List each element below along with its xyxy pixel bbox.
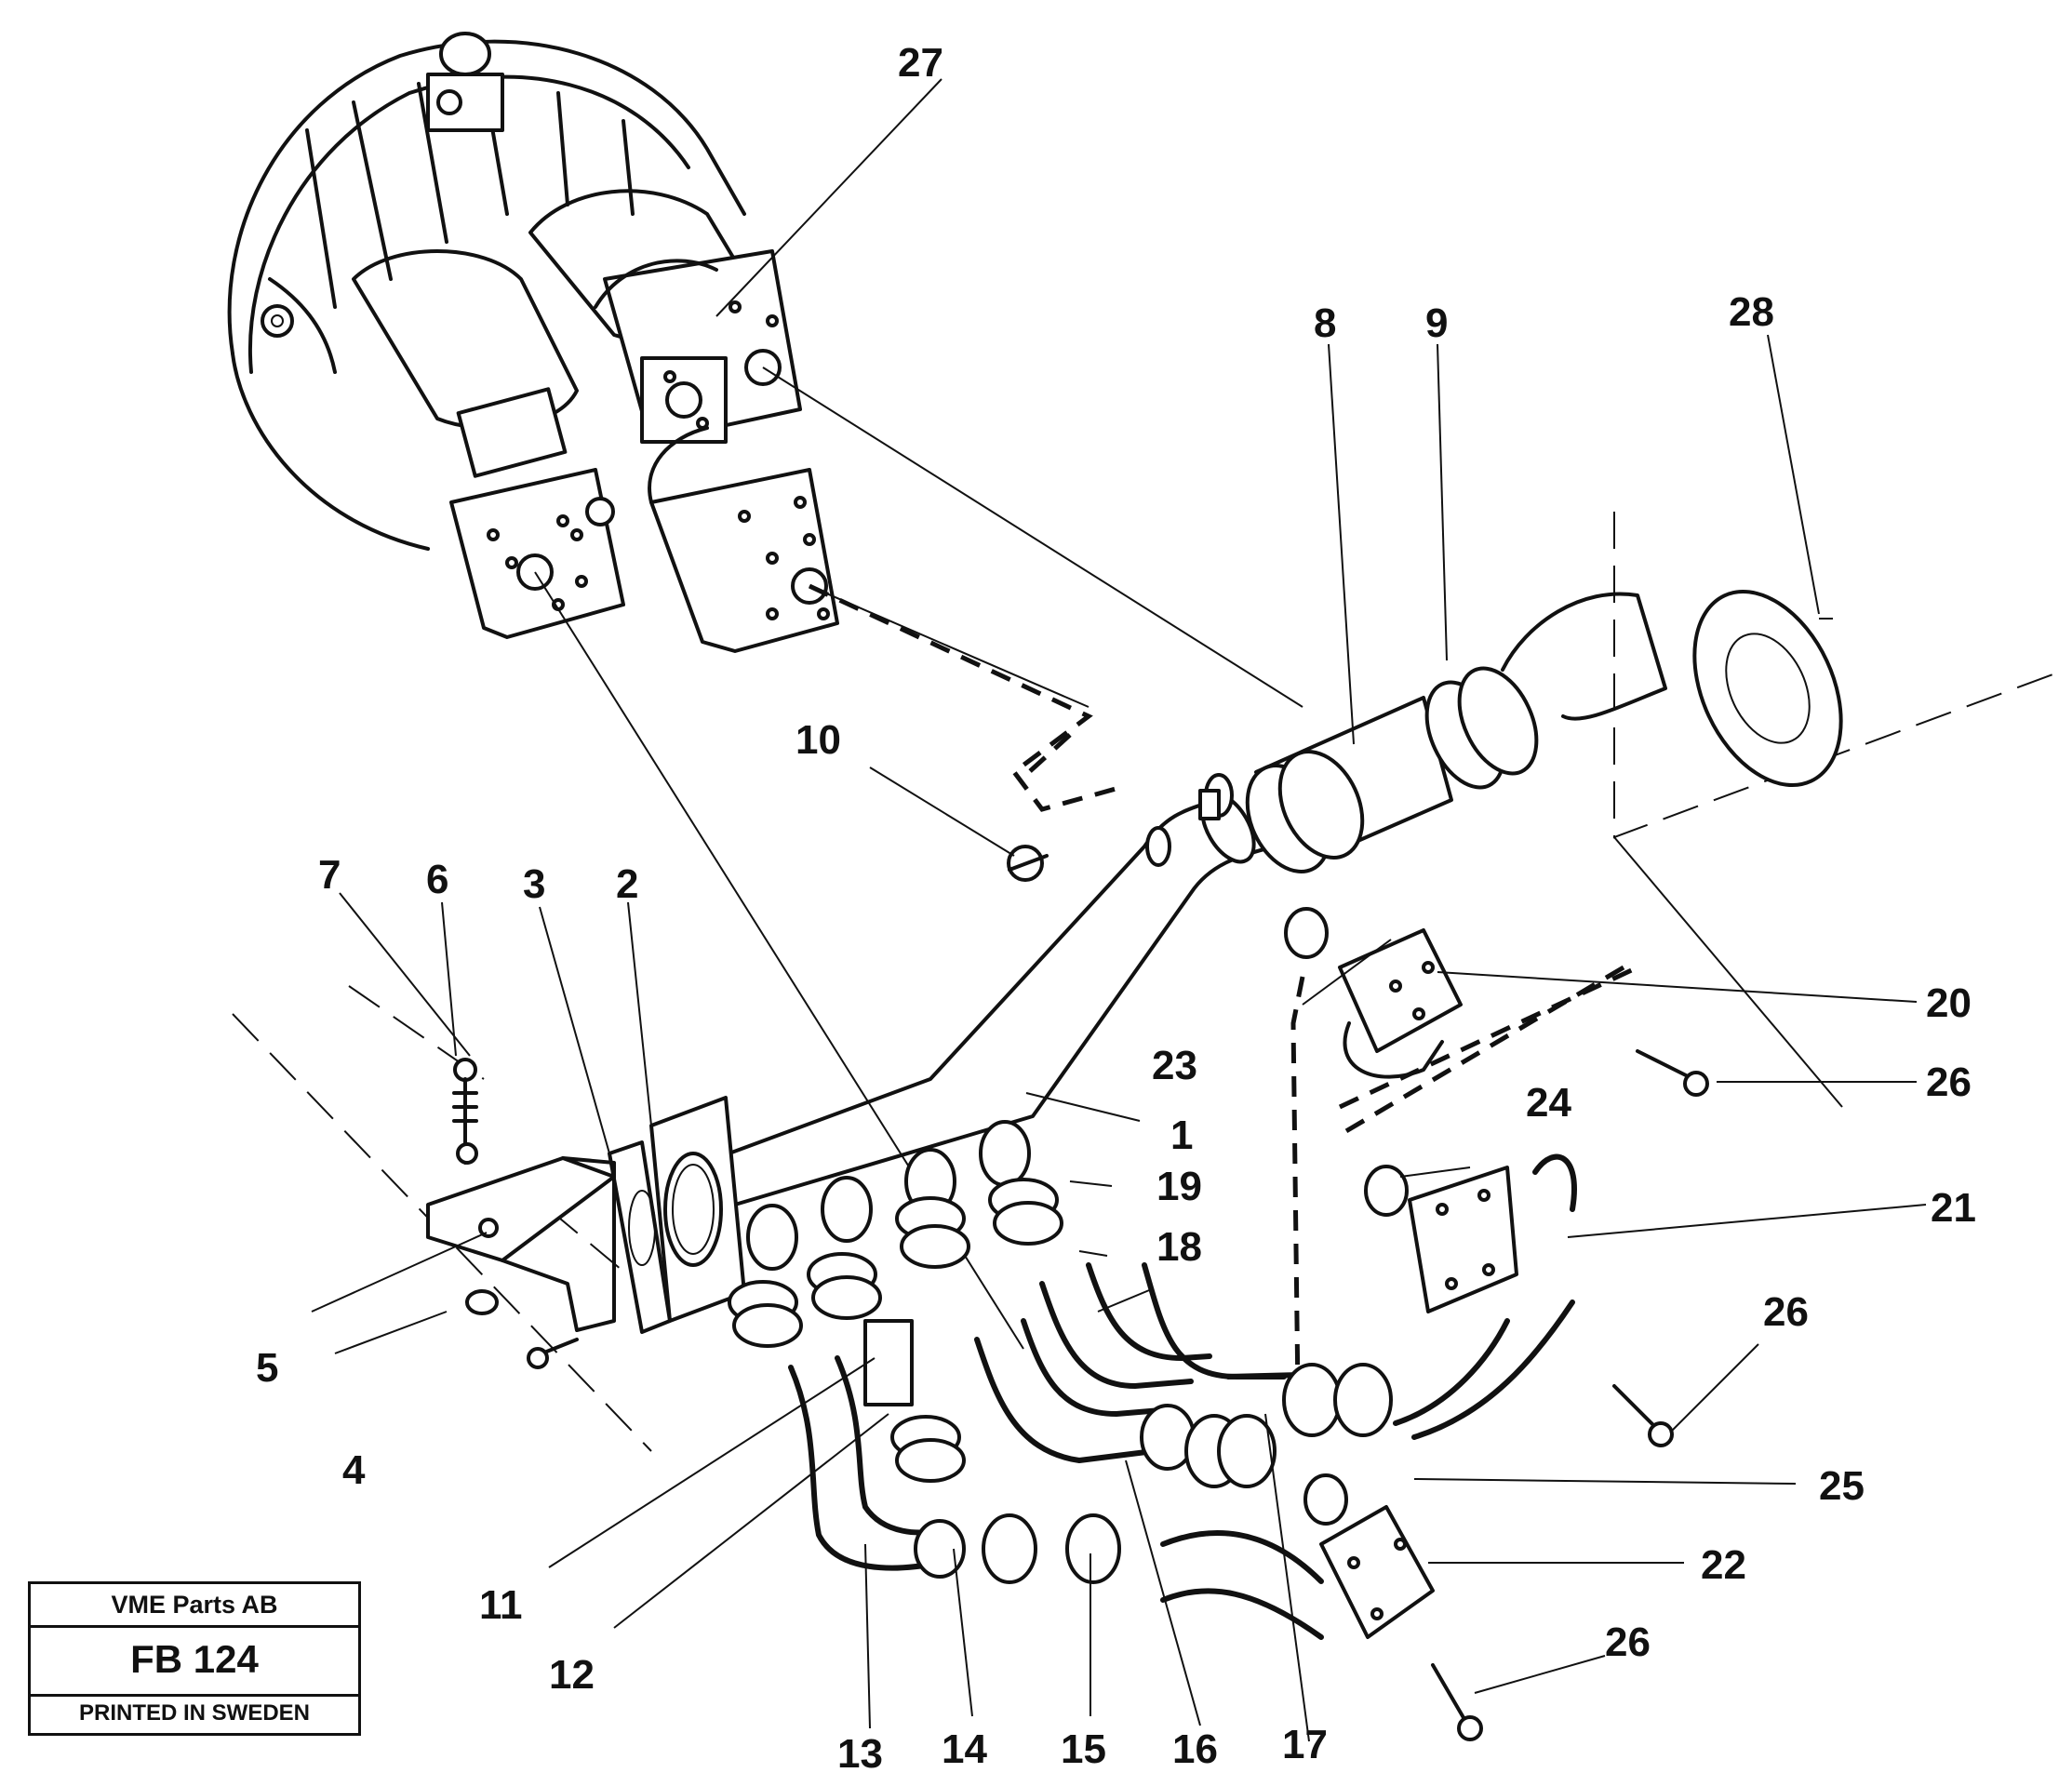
mounting-bracket	[426, 1058, 616, 1369]
callout-15: 15	[1061, 1726, 1106, 1772]
callout-leaders	[311, 78, 1927, 1742]
printed-note: PRINTED IN SWEDEN	[78, 1700, 310, 1726]
figure-code: FB 124	[31, 1625, 358, 1697]
callout-20: 20	[1926, 980, 1972, 1026]
callout-6: 6	[426, 857, 448, 902]
company-name: VME Parts AB	[31, 1584, 358, 1628]
callout-26-c: 26	[1605, 1619, 1651, 1665]
callout-11: 11	[479, 1582, 523, 1628]
callout-7: 7	[318, 852, 341, 898]
hydraulic-pump-assembly	[227, 32, 839, 653]
callout-27: 27	[898, 40, 943, 86]
valve-blocks	[1284, 907, 1709, 1741]
callout-5: 5	[256, 1345, 278, 1391]
pipe-flange	[608, 1096, 746, 1334]
callout-1: 1	[1170, 1113, 1193, 1158]
callout-25: 25	[1819, 1463, 1865, 1509]
callout-24: 24	[1526, 1080, 1571, 1126]
callout-28: 28	[1729, 289, 1774, 335]
callout-26-a: 26	[1926, 1060, 1972, 1105]
hoses	[788, 1153, 1577, 1640]
callout-23: 23	[1152, 1043, 1197, 1088]
callout-12: 12	[549, 1652, 595, 1698]
callout-4: 4	[342, 1447, 366, 1493]
callout-19: 19	[1156, 1164, 1202, 1209]
callout-17: 17	[1282, 1722, 1328, 1767]
callout-26-b: 26	[1763, 1289, 1809, 1335]
callout-14: 14	[942, 1726, 987, 1772]
callout-18: 18	[1156, 1224, 1202, 1270]
callout-2: 2	[616, 861, 638, 907]
callout-8: 8	[1314, 300, 1336, 346]
callout-22: 22	[1701, 1542, 1746, 1588]
upper-fittings	[1007, 590, 1843, 882]
callout-16: 16	[1172, 1726, 1218, 1772]
hose-clamps	[728, 1120, 1393, 1584]
callout-13: 13	[837, 1731, 883, 1777]
title-block: VME Parts AB FB 124 PRINTED IN SWEDEN	[28, 1581, 361, 1736]
callout-3: 3	[523, 861, 545, 907]
callout-numbers: 1 2 3 4 5 6 7 8 9 10 11 12 13 14 15 16 1…	[256, 40, 1976, 1777]
callout-21: 21	[1931, 1185, 1976, 1231]
callout-10: 10	[795, 717, 841, 763]
callout-9: 9	[1425, 300, 1448, 346]
